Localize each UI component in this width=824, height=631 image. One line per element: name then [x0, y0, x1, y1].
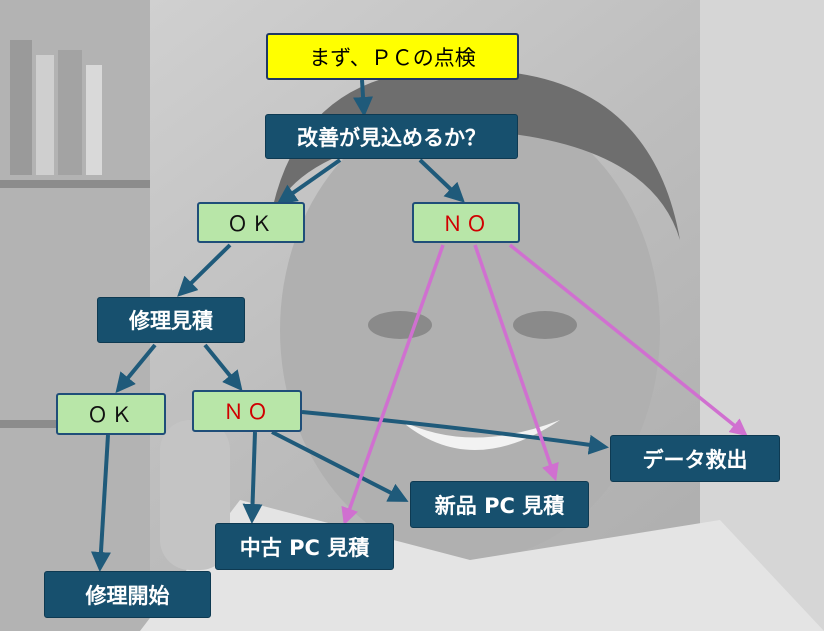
arrow-improve-to-no1	[418, 158, 465, 203]
node-no-1: ＮＯ	[412, 202, 520, 243]
no-option-arrows	[341, 243, 748, 526]
arrow-no1-to-used-pc	[341, 244, 445, 526]
arrow-no2-to-new-pc	[271, 430, 409, 502]
node-ok-1: ＯＫ	[197, 202, 305, 243]
arrow-improve-to-ok1	[276, 158, 342, 205]
arrow-repair-estimate-to-no2	[203, 343, 243, 392]
arrow-repair-estimate-to-ok2	[115, 343, 157, 394]
node-start: まず、ＰＣの点検	[266, 33, 519, 80]
node-used-pc: 中古 PC 見積	[215, 523, 394, 570]
arrow-no1-to-new-pc	[473, 244, 559, 482]
flow-arrows	[90, 79, 609, 572]
node-improve: 改善が見込めるか？	[265, 114, 518, 159]
arrow-start-to-improve	[353, 79, 374, 117]
node-repair-estimate: 修理見積	[97, 297, 245, 343]
node-data-rescue: データ救出	[610, 435, 780, 482]
node-no-2: ＮＯ	[192, 390, 302, 432]
node-ok-2: ＯＫ	[56, 393, 166, 435]
arrow-no2-to-used-pc	[242, 431, 263, 524]
arrow-ok1-to-repair-estimate	[177, 243, 232, 297]
node-new-pc: 新品 PC 見積	[410, 481, 589, 528]
arrow-no2-to-data-rescue	[301, 410, 609, 455]
node-repair-start: 修理開始	[44, 571, 211, 618]
arrow-no1-to-data-rescue	[508, 243, 748, 437]
arrow-ok2-to-repair-start	[90, 434, 111, 572]
